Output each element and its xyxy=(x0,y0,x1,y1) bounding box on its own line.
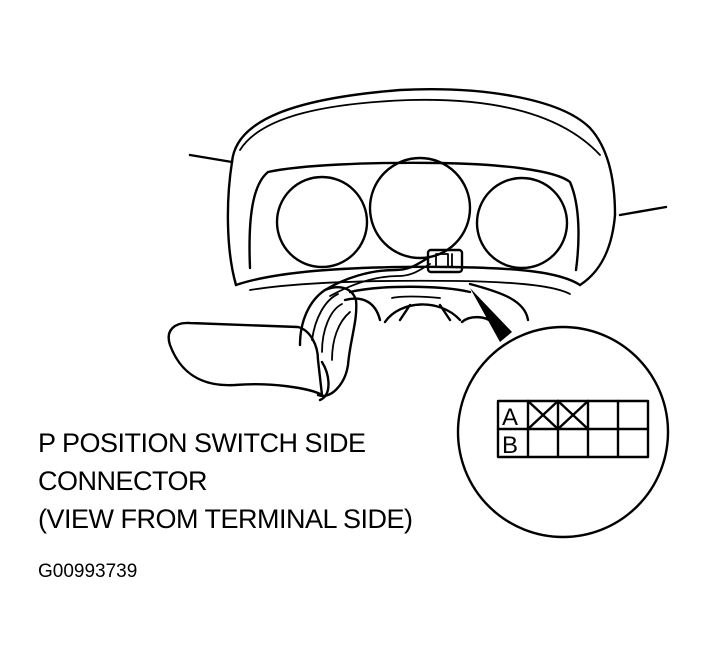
gauge-housing xyxy=(248,161,580,272)
dash-right-side xyxy=(578,213,617,287)
dash-left-side xyxy=(226,160,238,287)
hood-left-line xyxy=(188,153,234,164)
figure-id: G00993739 xyxy=(38,561,138,582)
row-label-b: B xyxy=(502,432,518,459)
column-shroud xyxy=(167,321,324,397)
empty-terminal-mark-a2-1 xyxy=(556,399,590,431)
hood-right-line xyxy=(618,205,668,217)
column-body xyxy=(298,286,358,398)
caption-line-1: P POSITION SWITCH SIDE xyxy=(38,428,366,458)
caption-line-3: (VIEW FROM TERMINAL SIDE) xyxy=(38,504,413,534)
grid-marks xyxy=(526,399,590,431)
row-label-a: A xyxy=(502,404,518,431)
column-body-2 xyxy=(311,293,351,361)
column-cover xyxy=(343,297,494,324)
column-opening xyxy=(348,285,472,294)
harness-connector-tab xyxy=(435,253,449,268)
terminal-grid: A B xyxy=(496,399,650,459)
connector-zoom-circle xyxy=(456,325,670,539)
left-gauge xyxy=(275,175,369,269)
harness-wire xyxy=(323,256,430,292)
lower-dash-panel xyxy=(234,265,582,287)
caption-line-2: CONNECTOR xyxy=(38,466,208,496)
cluster-hood xyxy=(230,88,617,217)
shroud-lower xyxy=(318,360,330,402)
lower-dash-curve xyxy=(468,282,530,322)
harness-wire-2 xyxy=(329,263,431,297)
column-cover-2 xyxy=(391,295,441,299)
cluster-hood-inner xyxy=(239,98,601,156)
right-gauge xyxy=(475,176,569,270)
harness-connector xyxy=(426,248,464,274)
empty-terminal-mark-a1-1 xyxy=(526,399,560,431)
leader-line xyxy=(470,288,512,342)
center-gauge xyxy=(368,156,472,260)
lower-dash-panel-2 xyxy=(249,279,571,295)
